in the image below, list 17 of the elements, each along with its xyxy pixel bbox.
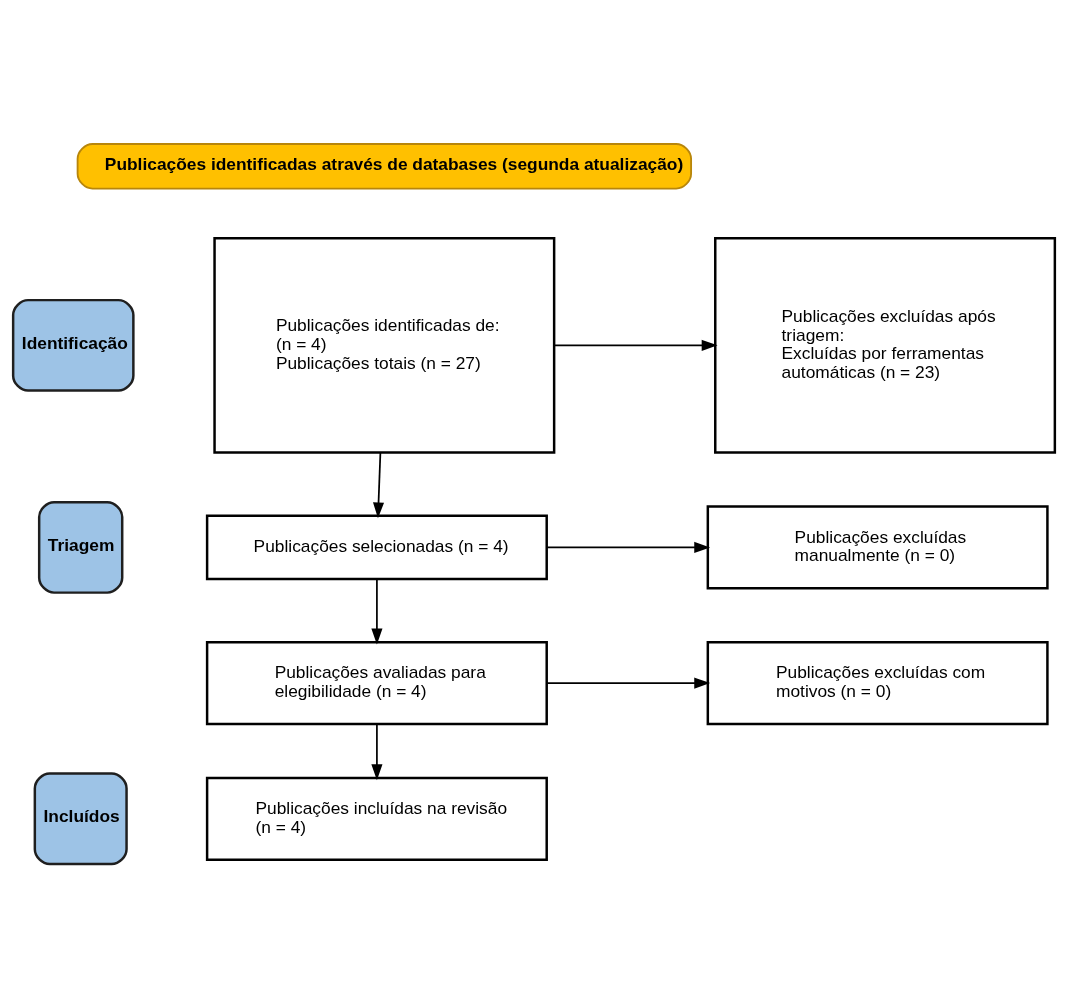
- node-box: Publicações avaliadas para elegibilidade (n = 4): [205, 640, 548, 726]
- node-box: Publicações excluídas com motivos (n = 0): [706, 640, 1049, 726]
- arrow: [371, 578, 383, 645]
- arrow: [546, 677, 711, 689]
- node-box: Publicações identificadas através de databases (segunda atualização): [76, 143, 692, 190]
- node-box: Publicações excluídas manualmente (n = 0): [706, 505, 1049, 590]
- node-box: Triagem: [37, 500, 124, 594]
- node-box: Publicações selecionadas (n = 4): [205, 514, 548, 581]
- arrow: [372, 451, 385, 519]
- node-box: Incluídos: [33, 772, 128, 866]
- arrow: [371, 723, 383, 781]
- node-box: Publicações identificadas de: (n = 4) Publicações totais (n = 27): [213, 236, 556, 454]
- node-box: Publicações excluídas após triagem: Excluídas por ferramentas automáticas (n = 23): [714, 236, 1057, 454]
- node-box: Publicações incluídas na revisão (n = 4): [205, 776, 548, 861]
- arrow: [553, 339, 718, 351]
- node-box: Identificação: [11, 298, 135, 392]
- arrow: [546, 541, 711, 553]
